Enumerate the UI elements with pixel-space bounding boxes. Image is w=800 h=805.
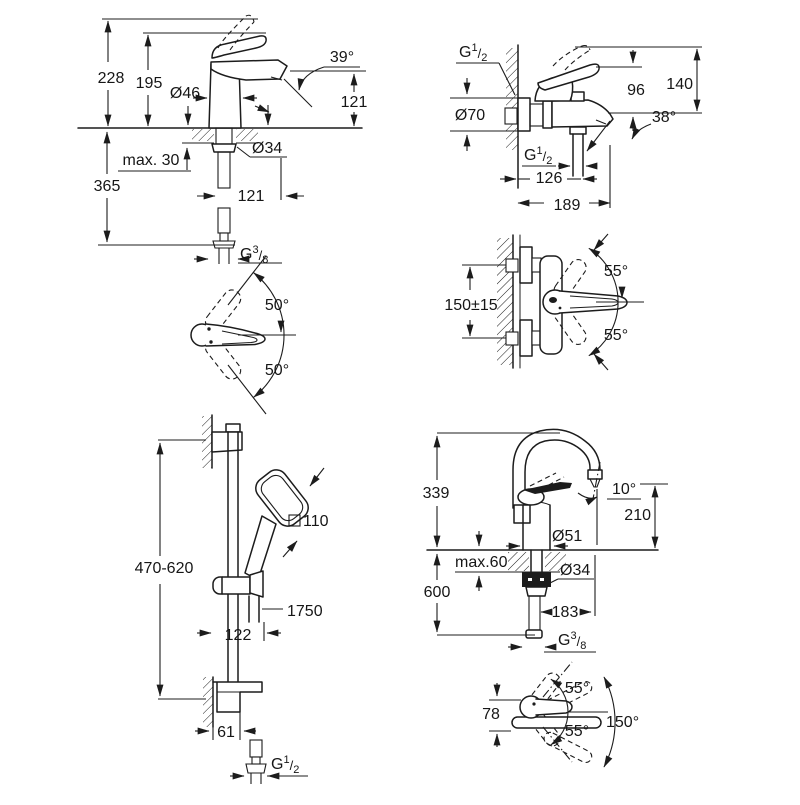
basin-supply-tail bbox=[212, 207, 236, 264]
dim-basin-below-deck: 365 bbox=[94, 178, 121, 195]
sink-mixer-drawing: 339 10° 210 Ø51 max.60 Ø34 600 183 G3/8 bbox=[423, 428, 668, 653]
dim-lever-angle-up: 50° bbox=[265, 297, 289, 314]
hand-shower-handle bbox=[244, 515, 277, 581]
lever-swivel-dimensions bbox=[227, 255, 296, 415]
dim-basin-outlet-height: 121 bbox=[341, 94, 368, 111]
dim-basin-supply-thread: G3/8 bbox=[240, 244, 268, 266]
lever-outline bbox=[190, 289, 266, 380]
dim-bar-offset: 122 bbox=[225, 627, 252, 644]
dim-head-size: 110 bbox=[303, 513, 329, 530]
dim-lever-angle-down: 50° bbox=[265, 362, 289, 379]
dim-bath-lever-height: 96 bbox=[627, 82, 645, 99]
dim-lever-width: 78 bbox=[482, 706, 500, 723]
wall-mount-dimensions bbox=[462, 233, 644, 371]
bath-mixer-drawing: G1/2 Ø70 140 96 38° G1/2 126 189 bbox=[450, 42, 702, 214]
sink-mixer-outline bbox=[426, 428, 659, 639]
basin-dimensions bbox=[98, 18, 366, 264]
wall-mount-drawing: 150±15 55° 55° bbox=[444, 233, 644, 371]
dim-bath-height: 140 bbox=[666, 76, 693, 93]
dim-basin-projection: 121 bbox=[238, 188, 265, 205]
dim-hose-length: 1750 bbox=[287, 603, 323, 620]
shower-rail-drawing: 470-620 110 1750 122 61 G1/2 bbox=[135, 414, 329, 784]
sink-swivel-dimensions bbox=[489, 661, 616, 768]
dim-sink-outlet-angle: 10° bbox=[612, 481, 636, 498]
dim-swivel-angle-up: 55° bbox=[565, 680, 589, 697]
shower-rail-outline bbox=[202, 414, 309, 784]
dim-bath-wall-thread: G1/2 bbox=[459, 42, 487, 64]
sink-dimensions bbox=[433, 432, 668, 653]
dim-swivel-angle-down: 55° bbox=[565, 723, 589, 740]
dim-sink-outlet-height: 210 bbox=[624, 507, 651, 524]
dim-shower-thread: G1/2 bbox=[271, 754, 299, 776]
dim-basin-height: 228 bbox=[98, 70, 125, 87]
dim-union-spacing: 150±15 bbox=[444, 297, 497, 314]
dim-sink-body-dia: Ø51 bbox=[552, 528, 582, 545]
hand-shower-head bbox=[255, 469, 309, 527]
dim-basin-max-deck: max. 30 bbox=[123, 152, 180, 169]
square-symbol bbox=[288, 514, 301, 527]
dim-rail-range: 470-620 bbox=[135, 560, 194, 577]
bath-dimensions bbox=[450, 46, 702, 208]
dim-sink-supply-thread: G3/8 bbox=[558, 630, 586, 652]
bath-mixer-outline bbox=[504, 44, 614, 189]
rail-holder bbox=[212, 570, 264, 598]
dim-basin-hole-dia: Ø34 bbox=[252, 140, 282, 157]
dim-sink-max-deck: max.60 bbox=[455, 554, 508, 571]
dim-bath-outlet-offset: 126 bbox=[536, 170, 563, 187]
lever-swivel-drawing: 50° 50° bbox=[190, 255, 296, 415]
dim-bath-projection: 189 bbox=[554, 197, 581, 214]
dim-sink-hole-dia: Ø34 bbox=[560, 562, 590, 579]
shower-dimensions bbox=[156, 439, 325, 780]
dim-sink-height: 339 bbox=[423, 485, 450, 502]
dim-bath-esc-dia: Ø70 bbox=[455, 107, 485, 124]
dim-mount-angle-up: 55° bbox=[604, 263, 628, 280]
dim-bath-outlet-thread: G1/2 bbox=[524, 145, 552, 167]
basin-mixer-drawing: 228 195 Ø46 39° 121 max. 30 Ø34 365 121 … bbox=[77, 14, 368, 266]
dim-basin-spout-angle: 39° bbox=[330, 49, 354, 66]
sink-swivel-drawing: 78 55° 55° 150° bbox=[482, 661, 639, 768]
dim-bath-spout-angle: 38° bbox=[652, 109, 676, 126]
dim-mount-angle-down: 55° bbox=[604, 327, 628, 344]
basin-mixer-outline bbox=[77, 14, 363, 189]
dim-sink-projection: 183 bbox=[552, 604, 579, 621]
dim-sink-below-deck: 600 bbox=[424, 584, 451, 601]
dim-basin-body-dia: Ø46 bbox=[170, 85, 200, 102]
dim-wall-offset: 61 bbox=[217, 724, 235, 741]
dim-basin-lever-height: 195 bbox=[136, 75, 163, 92]
dim-spout-swivel: 150° bbox=[606, 714, 639, 731]
